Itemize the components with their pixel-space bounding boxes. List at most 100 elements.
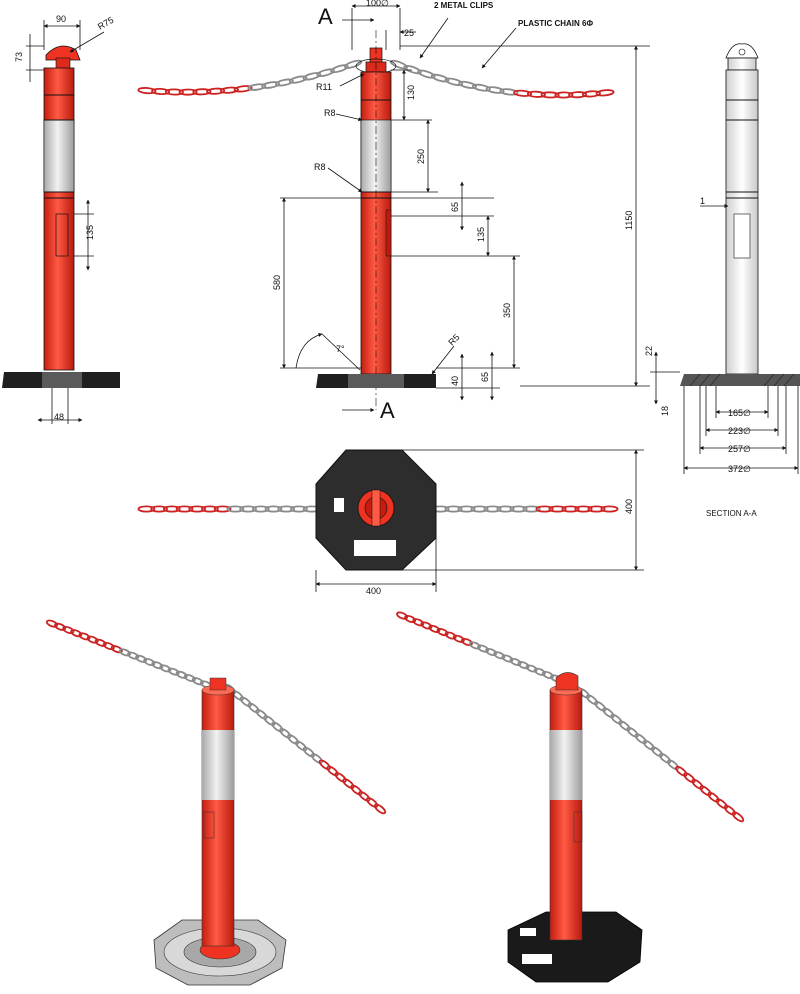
dim-r5: R5: [446, 332, 461, 347]
chain-link: [626, 726, 639, 738]
chain-link: [436, 628, 449, 637]
chain-link: [548, 505, 567, 513]
chain-link: [45, 619, 59, 628]
chain-link: [457, 505, 476, 513]
chain-link: [151, 661, 164, 670]
chain-link: [287, 734, 300, 745]
dim-257: 257∅: [728, 444, 751, 454]
chain-link: [568, 91, 588, 99]
section-base: [680, 374, 800, 386]
dim-1150: 1150: [624, 211, 634, 230]
chain-link: [318, 759, 331, 771]
dim-r8-top: R8: [324, 108, 336, 118]
iso-right-base: [507, 911, 643, 983]
dim-r8-mid: R8: [314, 162, 326, 172]
chain-link: [110, 645, 123, 654]
chain-link: [137, 505, 156, 513]
front-post: [43, 67, 75, 371]
chain-link: [618, 720, 631, 732]
dim-65-top: 65: [450, 202, 460, 212]
chain-link: [310, 753, 323, 764]
chain-link: [137, 87, 157, 95]
chain-link: [535, 505, 554, 513]
top-view: 400 400: [137, 449, 644, 596]
chain-link: [302, 746, 315, 758]
chain-link: [164, 88, 184, 96]
chain-link: [404, 614, 417, 624]
chain-link: [444, 77, 464, 86]
chain-link: [366, 797, 379, 808]
chain-link: [485, 647, 498, 657]
chain-link: [554, 91, 574, 99]
chain-link: [587, 505, 606, 513]
chain-link: [581, 90, 601, 98]
chain-left: [137, 59, 363, 96]
iso-right-chain-lower: [577, 687, 745, 823]
chain-link: [499, 88, 519, 96]
chain-link: [178, 88, 198, 96]
chain-link: [485, 86, 505, 94]
chain-link: [102, 641, 115, 651]
chain-link: [233, 85, 253, 93]
chain-link: [188, 505, 207, 513]
chain-link: [683, 772, 696, 784]
chain-link: [430, 73, 450, 83]
chain-link: [295, 740, 308, 752]
chain-link: [541, 670, 554, 680]
chain-link: [509, 505, 528, 513]
chain-link: [731, 811, 745, 823]
dim-130: 130: [406, 85, 416, 100]
dim-front-head-radius: R75: [96, 15, 115, 32]
chain-link: [213, 505, 232, 513]
chain-link: [707, 791, 720, 803]
chain-link: [163, 505, 181, 513]
dim-clip-offset: 25: [404, 28, 414, 38]
chain-link: [540, 91, 560, 99]
chain-link: [271, 721, 284, 733]
chain-link: [602, 707, 615, 719]
chain-link: [522, 505, 541, 513]
chain-link: [699, 785, 712, 797]
chain-link: [191, 677, 204, 686]
chain-link: [561, 505, 580, 513]
chain-link: [135, 654, 148, 663]
dim-372: 372∅: [728, 464, 751, 474]
chain-link: [468, 641, 481, 650]
iso-left-post: [201, 689, 235, 947]
chain-link: [255, 709, 268, 720]
chain-link: [94, 638, 107, 647]
chain-link: [501, 654, 514, 663]
chain-link: [62, 625, 75, 635]
chain-link: [610, 713, 623, 725]
chain-link: [86, 635, 99, 644]
chain-link: [533, 667, 546, 676]
chain-link: [595, 89, 615, 97]
chain-link: [444, 505, 463, 513]
chain-link: [470, 505, 489, 513]
dim-165: 165∅: [728, 408, 751, 418]
chain-link: [239, 505, 257, 513]
chain-link: [219, 86, 239, 94]
dim-40: 40: [450, 376, 460, 386]
chain-link: [600, 505, 619, 513]
dim-223: 223∅: [728, 426, 751, 436]
dim-135: 135: [476, 227, 486, 242]
isometric-view-left: [45, 619, 387, 986]
chain-link: [279, 727, 292, 739]
chain-link: [183, 673, 196, 683]
chain-link: [458, 80, 477, 89]
dim-65-bottom: 65: [480, 372, 490, 382]
chain-link: [513, 89, 533, 97]
chain-link: [239, 696, 252, 708]
iso-right-chain-upper: [396, 611, 562, 683]
dim-top-height: 400: [624, 499, 634, 514]
front-view: 90 73 R75 135 48: [2, 14, 120, 424]
chain-link: [396, 611, 409, 620]
chain-link: [226, 505, 245, 513]
chain-link: [275, 78, 294, 87]
dim-580: 580: [272, 275, 282, 290]
chain-link: [526, 90, 546, 98]
dim-wall: 1: [700, 196, 705, 206]
section-letter-bottom: A: [380, 398, 395, 423]
chain-link: [334, 772, 347, 783]
